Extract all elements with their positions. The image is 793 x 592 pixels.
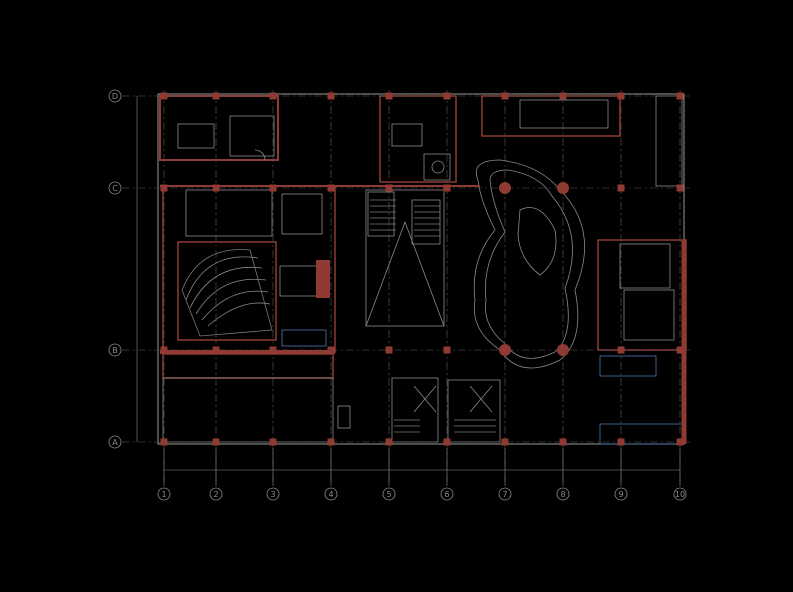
axis-label-column: 3 <box>270 490 275 499</box>
axis-label-column: 5 <box>386 490 391 499</box>
axis-bubble-column <box>614 487 628 501</box>
structural-column <box>443 184 451 192</box>
axis-label-column: 7 <box>502 490 507 499</box>
structural-column <box>557 182 569 194</box>
structural-column <box>327 438 335 446</box>
axis-label-column: 2 <box>213 490 218 499</box>
structural-column <box>385 346 393 354</box>
structural-column <box>676 184 684 192</box>
axis-bubble-row <box>108 435 122 449</box>
structural-column <box>212 438 220 446</box>
structural-column <box>501 92 509 100</box>
structural-column <box>269 184 277 192</box>
structural-column <box>385 438 393 446</box>
structural-column <box>617 438 625 446</box>
axis-bubble-column <box>673 487 687 501</box>
axis-label-row: C <box>112 184 118 193</box>
axis-bubble-column <box>556 487 570 501</box>
axis-label-row: B <box>112 346 118 355</box>
axis-label-column: 4 <box>328 490 333 499</box>
axis-bubble-column <box>266 487 280 501</box>
axis-bubble-row <box>108 89 122 103</box>
axis-bubble-row <box>108 181 122 195</box>
structural-column <box>160 184 168 192</box>
structural-column <box>327 92 335 100</box>
structural-column <box>443 346 451 354</box>
structural-column <box>499 182 511 194</box>
axis-labels: 1 2 3 4 5 6 7 8 9 10 D C B A <box>108 89 687 501</box>
structural-column <box>676 92 684 100</box>
structural-column <box>499 344 511 356</box>
structural-column <box>676 438 684 446</box>
axis-label-column: 6 <box>444 490 449 499</box>
axis-label-row: A <box>112 438 118 447</box>
axis-bubble-column <box>324 487 338 501</box>
structural-column <box>443 438 451 446</box>
axis-bubble-column <box>440 487 454 501</box>
structural-column <box>269 438 277 446</box>
axis-grid <box>122 90 690 486</box>
structural-column <box>327 184 335 192</box>
structural-column <box>559 92 567 100</box>
structural-column <box>443 92 451 100</box>
structural-column <box>160 438 168 446</box>
structural-column <box>559 438 567 446</box>
structural-column <box>557 344 569 356</box>
structural-column <box>385 92 393 100</box>
structural-column <box>617 92 625 100</box>
axis-bubble-column <box>209 487 223 501</box>
axis-bubble-column <box>382 487 396 501</box>
axis-bubble-column <box>157 487 171 501</box>
axis-label-column: 1 <box>161 490 166 499</box>
structural-column <box>617 346 625 354</box>
structural-column <box>676 346 684 354</box>
axis-bubble-row <box>108 343 122 357</box>
structural-column <box>212 184 220 192</box>
structural-column <box>385 184 393 192</box>
structural-column <box>501 438 509 446</box>
plan-linework <box>157 93 687 445</box>
axis-label-row: D <box>112 92 118 101</box>
axis-label-column: 10 <box>675 490 685 499</box>
axis-label-column: 8 <box>560 490 565 499</box>
axis-label-column: 9 <box>618 490 623 499</box>
structural-column <box>160 92 168 100</box>
axis-bubble-column <box>498 487 512 501</box>
structural-column <box>212 92 220 100</box>
structural-column <box>269 92 277 100</box>
structural-column <box>617 184 625 192</box>
